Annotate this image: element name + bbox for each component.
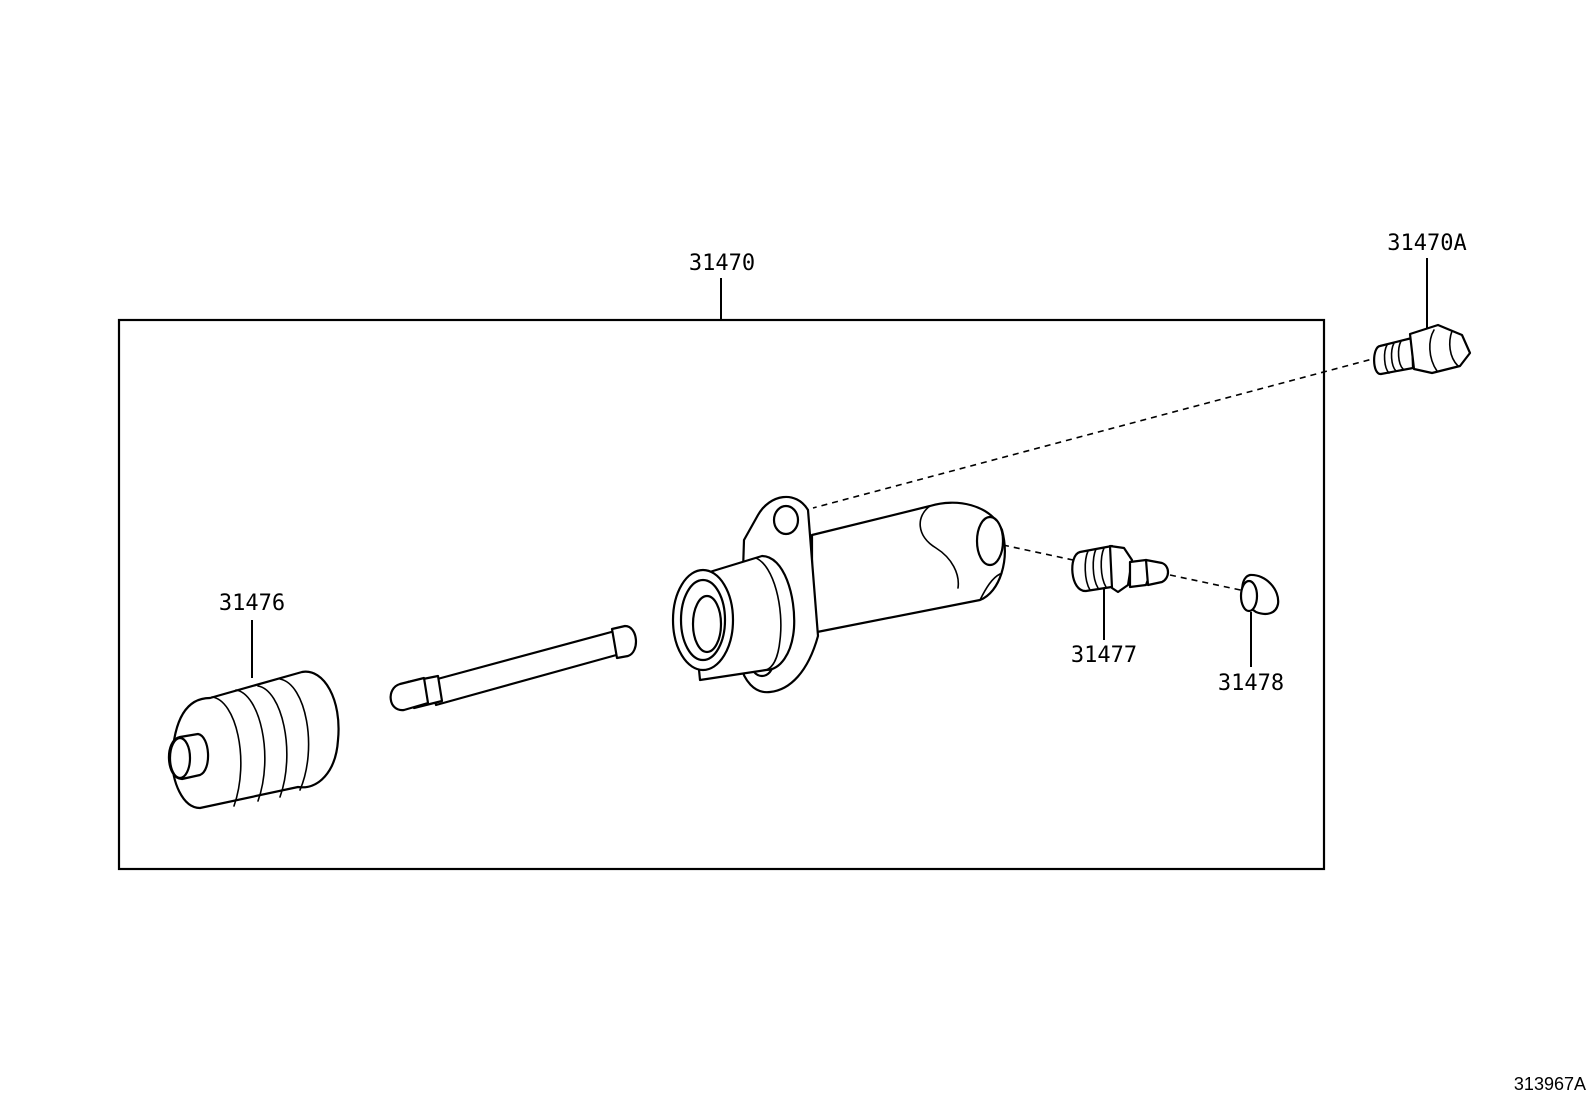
label-31470: 31470 (689, 251, 755, 276)
label-31476: 31476 (219, 591, 285, 616)
push-rod-part (389, 624, 637, 712)
label-31470A: 31470A (1387, 231, 1466, 256)
bleeder-plug-31477-part (1071, 544, 1170, 594)
release-cylinder-body-part (671, 495, 1006, 694)
bolt-31470A-part (1373, 323, 1472, 376)
label-31478: 31478 (1218, 671, 1284, 696)
label-31477: 31477 (1071, 643, 1137, 668)
bleeder-alignment-dashed-line (1002, 544, 1246, 592)
cap-31478-part (1239, 573, 1280, 615)
figure-id: 313967A (1514, 1074, 1586, 1094)
bolt-alignment-dashed-line (812, 356, 1381, 509)
boot-31476-part (167, 670, 340, 810)
